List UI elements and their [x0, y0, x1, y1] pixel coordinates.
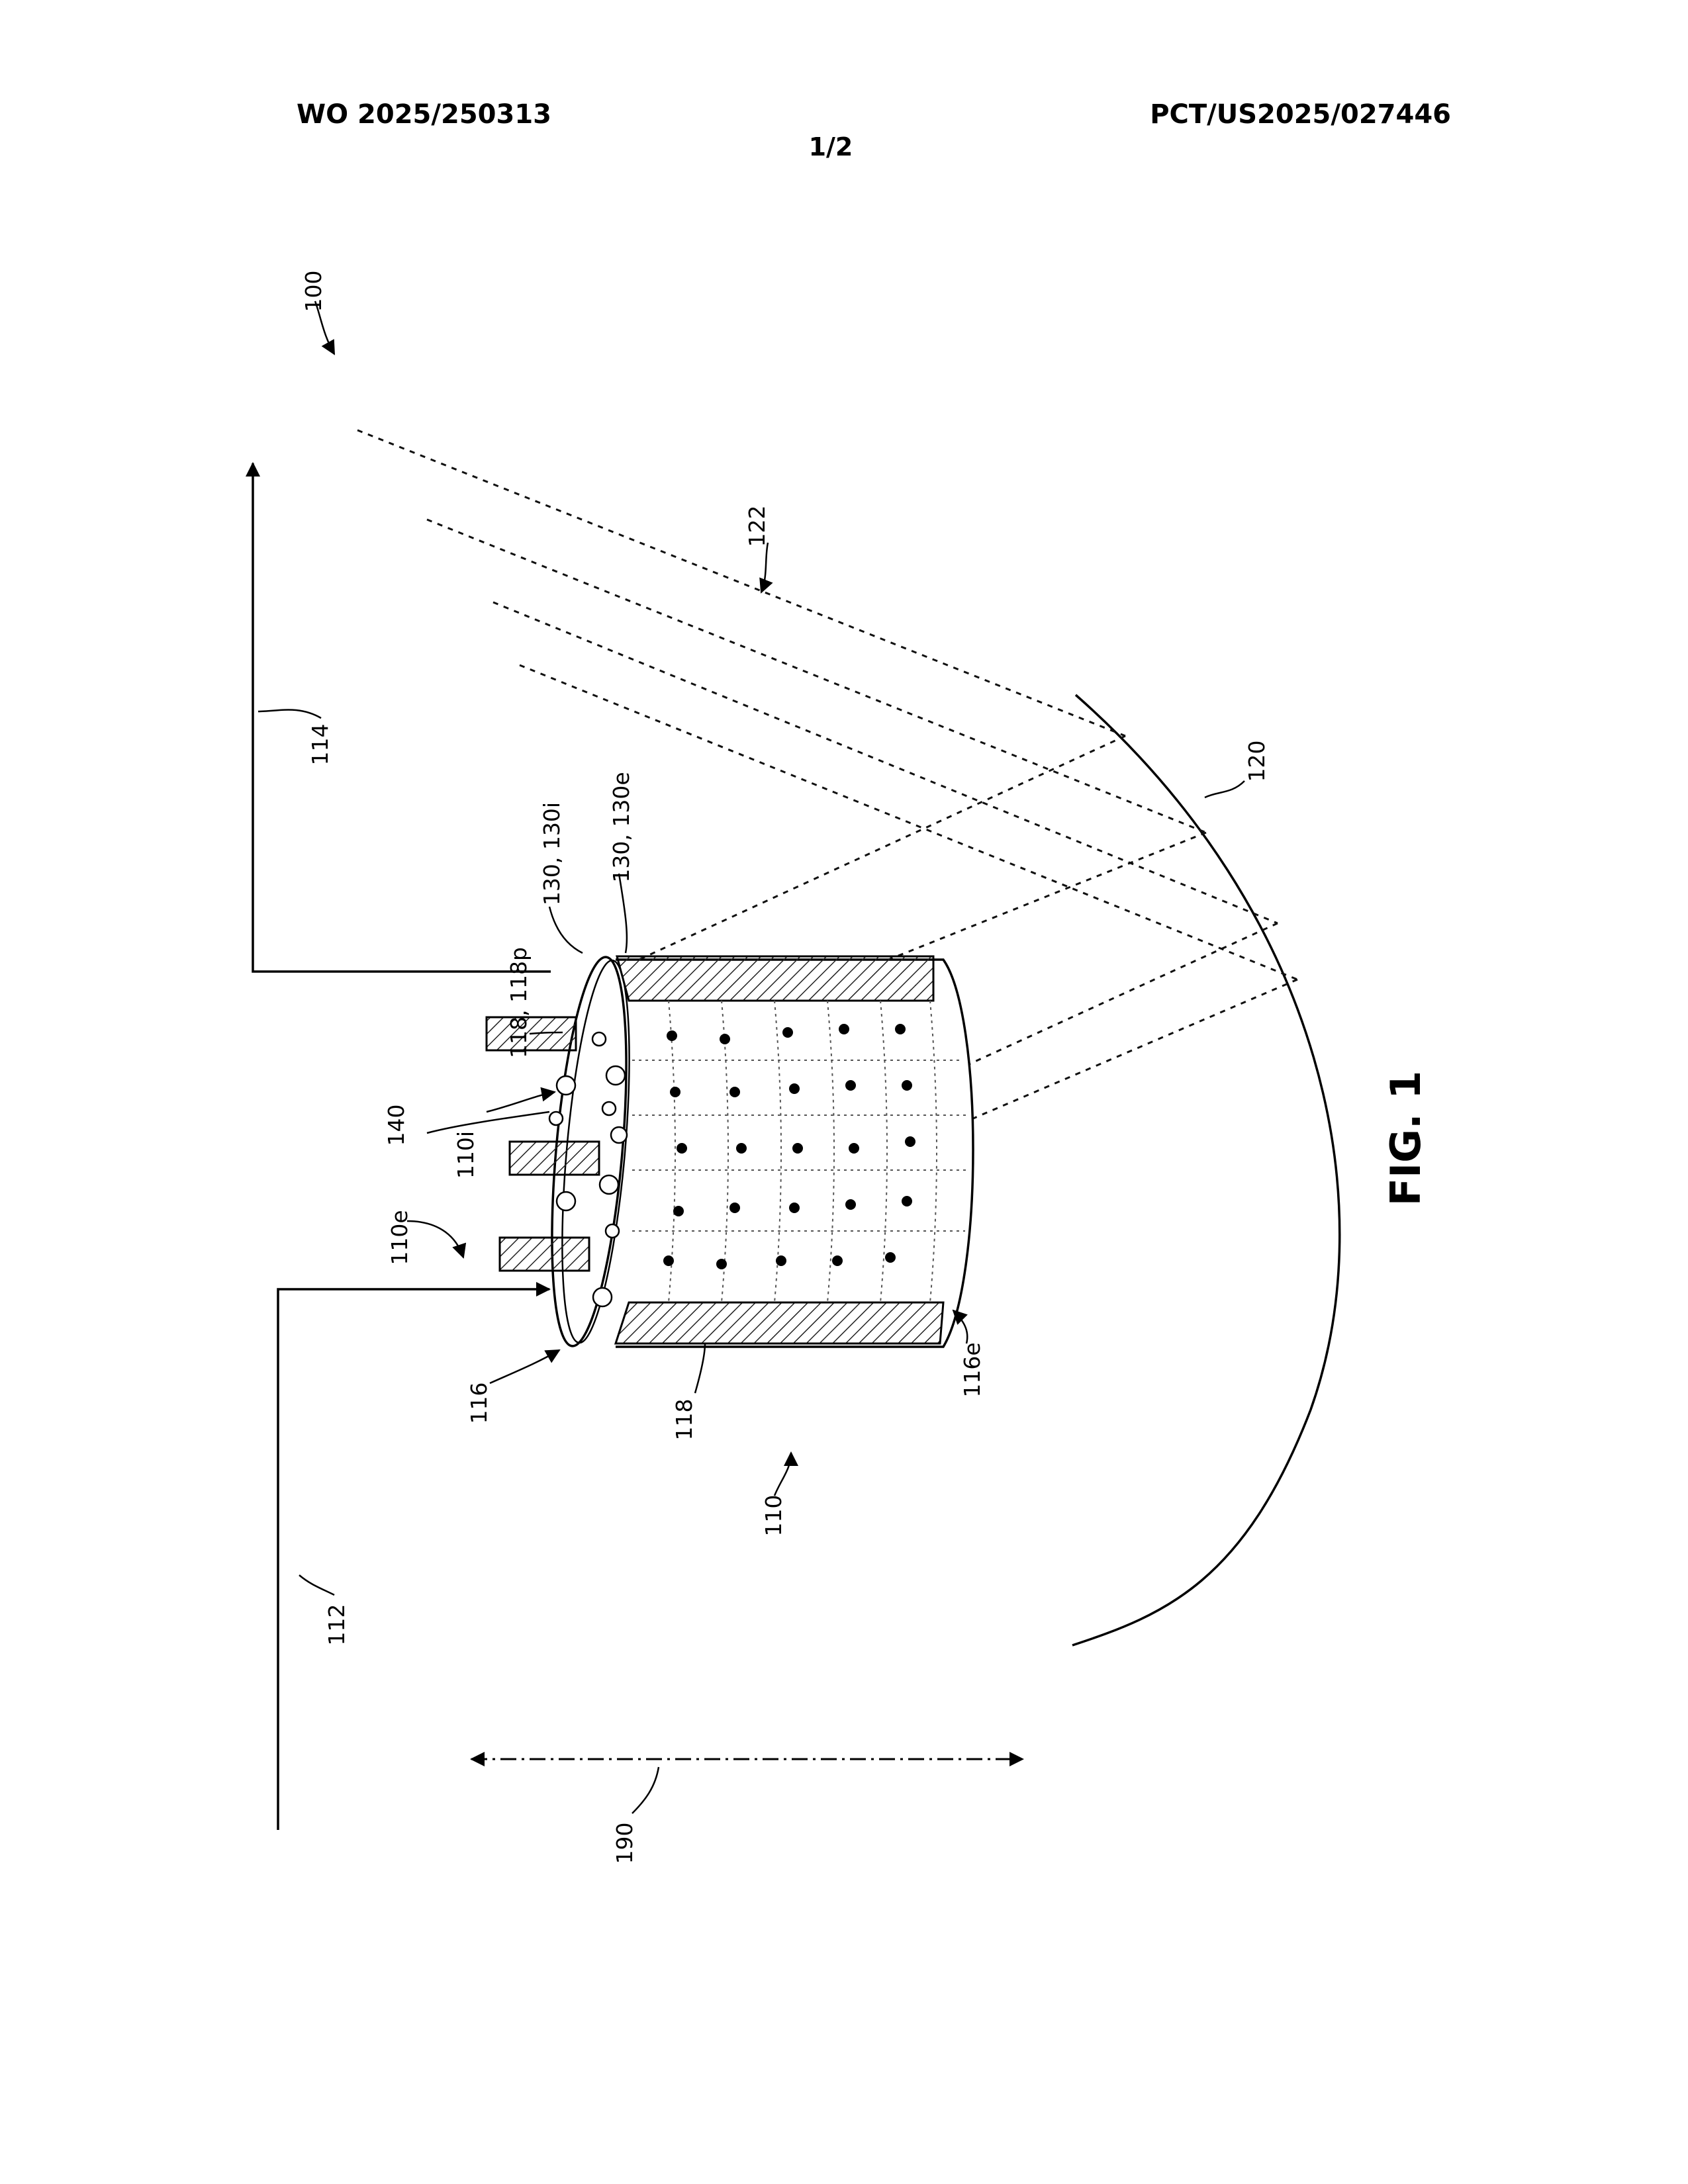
shell-118-bottom	[616, 1302, 943, 1343]
label-110i: 110i	[453, 1131, 479, 1179]
label-190: 190	[612, 1823, 637, 1864]
label-118: 118	[671, 1399, 697, 1441]
label-118p: 118, 118p	[506, 947, 532, 1058]
label-114: 114	[307, 724, 333, 766]
label-100: 100	[301, 271, 326, 312]
label-130i: 130, 130i	[539, 802, 565, 905]
label-110: 110	[761, 1495, 786, 1537]
flow-line-112	[278, 1289, 549, 1830]
flow-line-114	[253, 463, 551, 972]
reflector-120	[1072, 695, 1340, 1645]
figure-caption: FIG. 1	[1382, 1071, 1430, 1206]
shell-118-top	[617, 956, 933, 1001]
label-130e: 130, 130e	[608, 772, 634, 882]
receiver-cylinder-110	[487, 954, 973, 1349]
label-122: 122	[744, 506, 770, 547]
label-116: 116	[466, 1383, 492, 1424]
label-120: 120	[1244, 741, 1270, 782]
pipe-118p-3	[500, 1238, 589, 1271]
pipe-118p-2	[510, 1142, 599, 1175]
label-110e: 110e	[387, 1210, 412, 1265]
incoming-rays-122	[357, 430, 1297, 979]
label-116e: 116e	[959, 1342, 985, 1397]
label-112: 112	[324, 1604, 350, 1646]
label-140: 140	[383, 1105, 409, 1146]
